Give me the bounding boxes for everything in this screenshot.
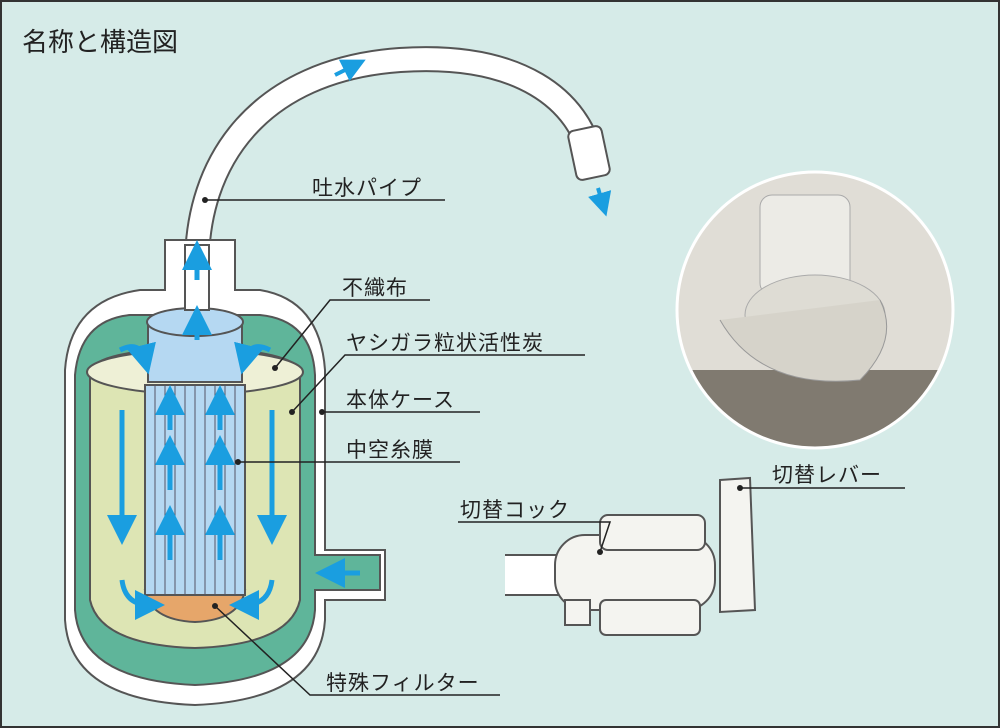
spout-pipe-inner: [185, 48, 603, 271]
leader-lines: [205, 199, 905, 696]
switch-lever: [719, 476, 757, 614]
label-activated-carbon: ヤシガラ粒状活性炭: [346, 331, 544, 355]
label-switch-cock: 切替コック: [460, 498, 570, 522]
diagram-title: 名称と構造図: [22, 28, 179, 58]
photo-border: [675, 170, 955, 450]
spout-nozzle: [567, 125, 611, 181]
label-spout-pipe: 吐水パイプ: [312, 176, 422, 200]
label-special-filter: 特殊フィルター: [326, 671, 480, 695]
label-hollow-fiber: 中空糸膜: [346, 438, 434, 462]
cock-bottom: [599, 599, 701, 636]
flow-arrow-icon: [334, 59, 366, 82]
flow-arrows-icon: [107, 240, 360, 620]
label-switch-lever: 切替レバー: [772, 463, 882, 487]
label-nonwoven: 不織布: [342, 276, 408, 300]
cock-top-knob: [599, 514, 706, 551]
faucet-pipe: [505, 554, 561, 596]
cock-outlet: [564, 599, 591, 626]
flow-arrow-icon: [588, 187, 612, 217]
membrane-fiber-lines: [154, 385, 236, 595]
leader-dots: [202, 197, 743, 609]
label-body-case: 本体ケース: [346, 388, 455, 412]
